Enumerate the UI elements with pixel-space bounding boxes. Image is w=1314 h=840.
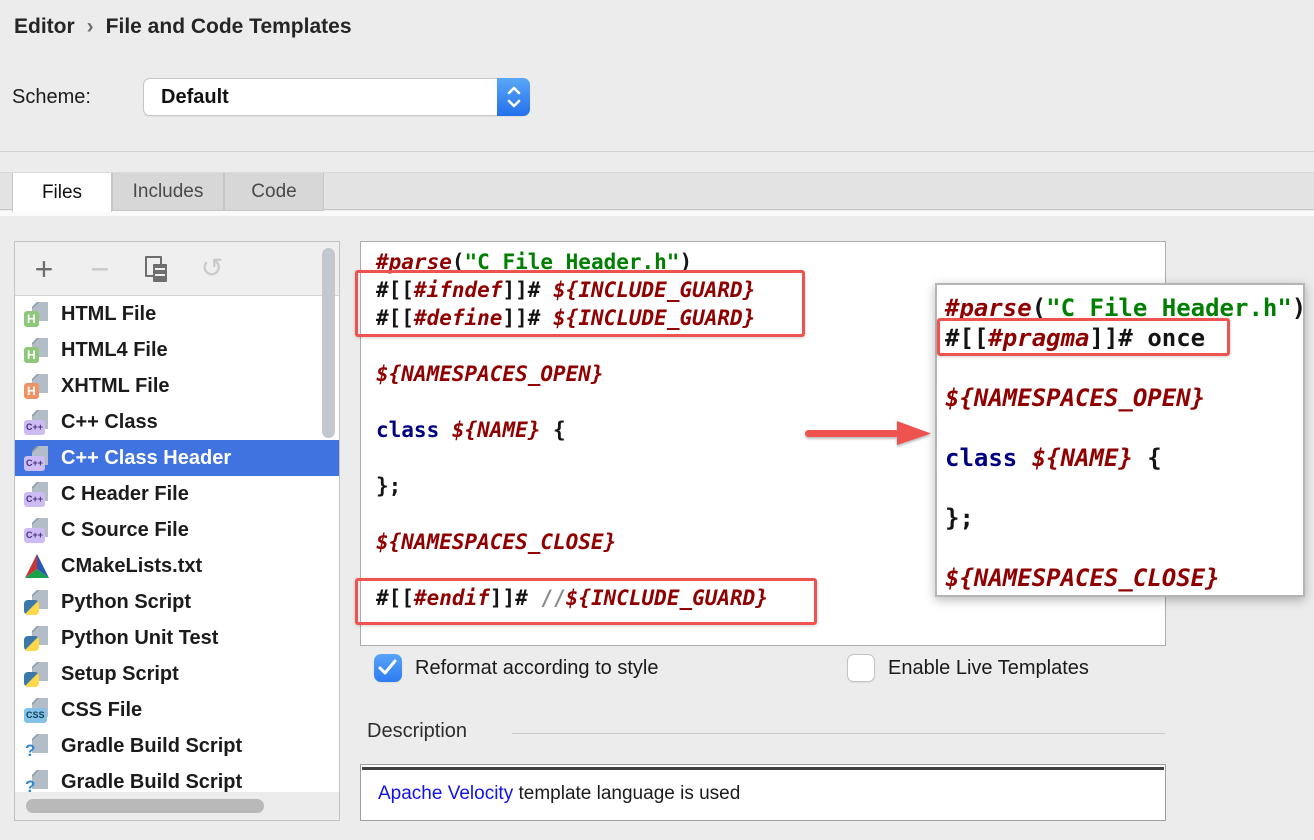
list-item-label: C++ Class — [61, 410, 158, 433]
python-file-icon — [24, 589, 50, 615]
list-item-label: C Source File — [61, 518, 189, 541]
python-file-icon — [24, 661, 50, 687]
list-item-label: Setup Script — [61, 662, 179, 685]
list-item[interactable]: Python Script — [15, 584, 339, 620]
list-item[interactable]: ? Gradle Build Script — [15, 728, 339, 764]
gradle-file-icon: ? — [24, 769, 50, 792]
pragma-variant-popup: #parse("C File Header.h")#[[#pragma]]# o… — [935, 283, 1307, 597]
list-item[interactable]: H XHTML File — [15, 368, 339, 404]
live-templates-checkbox[interactable] — [847, 654, 875, 682]
reformat-checkbox[interactable] — [374, 654, 402, 682]
description-text: Apache Velocity template language is use… — [378, 783, 740, 805]
cmake-file-icon — [24, 553, 50, 579]
list-item[interactable]: Setup Script — [15, 656, 339, 692]
description-title: Description — [367, 720, 468, 742]
list-item-label: Python Unit Test — [61, 626, 219, 649]
remove-icon: − — [90, 250, 110, 287]
html-file-icon: H — [24, 337, 50, 363]
scheme-select[interactable]: Default — [143, 78, 530, 116]
apache-velocity-link[interactable]: Apache Velocity — [378, 783, 514, 804]
cpp-file-icon: C++ — [24, 445, 50, 471]
revert-icon: ↺ — [200, 253, 224, 283]
add-icon: + — [34, 250, 54, 287]
list-item[interactable]: ? Gradle Build Script — [15, 764, 339, 792]
breadcrumb-separator-icon: › — [86, 15, 94, 38]
list-item-label: HTML4 File — [61, 338, 168, 361]
list-item-label: XHTML File — [61, 374, 170, 397]
gradle-file-icon: ? — [24, 733, 50, 759]
description-box: Apache Velocity template language is use… — [360, 764, 1166, 821]
option-reformat: Reformat according to style — [374, 654, 658, 682]
annotation-arrow-icon — [805, 421, 931, 445]
tab-files-label: Files — [41, 181, 83, 203]
list-item[interactable]: C++ C++ Class — [15, 404, 339, 440]
add-template-button[interactable]: + — [29, 250, 59, 287]
list-toolbar: + − ↺ — [15, 242, 339, 296]
description-divider — [512, 733, 1165, 734]
horizontal-scrollbar-track — [15, 792, 339, 820]
css-file-icon: CSS — [24, 697, 50, 723]
list-item-label: Gradle Build Script — [61, 770, 243, 793]
dropdown-stepper-icon[interactable] — [497, 78, 530, 116]
tab-files[interactable]: Files — [12, 173, 112, 212]
list-item[interactable]: H HTML4 File — [15, 332, 339, 368]
revert-template-button[interactable]: ↺ — [197, 254, 227, 284]
reformat-label: Reformat according to style — [415, 656, 659, 679]
list-item-label: HTML File — [61, 302, 157, 325]
list-item[interactable]: H HTML File — [15, 296, 339, 332]
option-live-templates: Enable Live Templates — [847, 654, 1089, 682]
horizontal-scrollbar[interactable] — [26, 799, 264, 813]
cpp-file-icon: C++ — [24, 517, 50, 543]
tab-includes[interactable]: Includes — [112, 173, 224, 211]
list-item-label: Gradle Build Script — [61, 734, 243, 757]
pragma-variant-code: #parse("C File Header.h")#[[#pragma]]# o… — [945, 294, 1307, 592]
section-divider — [0, 151, 1314, 152]
scheme-selected-value: Default — [161, 86, 229, 108]
copy-template-button[interactable] — [141, 254, 171, 284]
breadcrumb-current: File and Code Templates — [105, 15, 352, 38]
list-item[interactable]: Python Unit Test — [15, 620, 339, 656]
cpp-file-icon: C++ — [24, 481, 50, 507]
tab-includes-label: Includes — [132, 180, 204, 202]
scheme-label: Scheme: — [12, 86, 91, 108]
remove-template-button[interactable]: − — [85, 250, 115, 287]
cpp-file-icon: C++ — [24, 409, 50, 435]
list-item[interactable]: C++ C Source File — [15, 512, 339, 548]
tab-bar: Files Includes Code — [0, 172, 1314, 212]
xhtml-file-icon: H — [24, 373, 50, 399]
tab-code[interactable]: Code — [224, 173, 324, 211]
vertical-scrollbar[interactable] — [322, 248, 335, 438]
breadcrumb-editor[interactable]: Editor — [14, 15, 75, 38]
description-box-topbar — [362, 767, 1164, 770]
html-file-icon: H — [24, 301, 50, 327]
python-file-icon — [24, 625, 50, 651]
live-templates-label: Enable Live Templates — [888, 656, 1089, 679]
template-code: #parse("C File Header.h")#[[#ifndef]]# $… — [376, 250, 768, 610]
list-item-label: C Header File — [61, 482, 189, 505]
list-item-label: CMakeLists.txt — [61, 554, 203, 577]
list-item-label: CSS File — [61, 698, 143, 721]
list-item[interactable]: C++ C++ Class Header — [15, 440, 339, 476]
list-item[interactable]: CSS CSS File — [15, 692, 339, 728]
copy-icon — [144, 255, 168, 282]
list-item[interactable]: C++ C Header File — [15, 476, 339, 512]
list-item-label: C++ Class Header — [61, 446, 232, 469]
list-item-label: Python Script — [61, 590, 192, 613]
tab-code-label: Code — [251, 180, 297, 202]
description-rest: template language is used — [513, 783, 741, 804]
tab-underband — [0, 211, 1314, 216]
list-item[interactable]: CMakeLists.txt — [15, 548, 339, 584]
breadcrumb: Editor › File and Code Templates — [14, 15, 352, 39]
